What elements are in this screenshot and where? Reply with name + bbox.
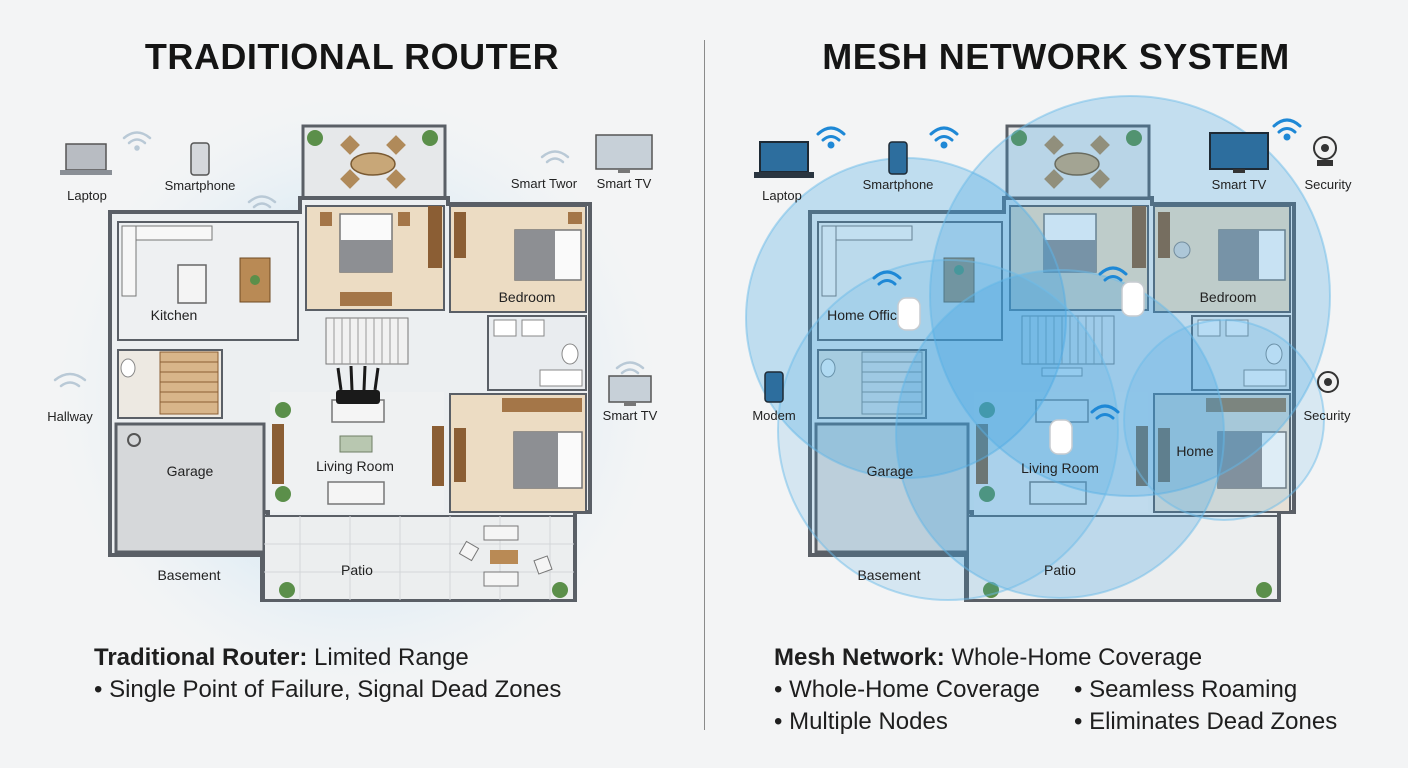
panel-divider	[704, 40, 705, 730]
mesh-node-icon	[897, 297, 921, 331]
mesh-network-title: MESH NETWORK SYSTEM	[822, 36, 1290, 77]
plant-icon	[279, 582, 295, 598]
traditional-caption-summary: Limited Range	[307, 644, 469, 671]
mesh-bullet-roaming: • Seamless Roaming	[1074, 676, 1298, 703]
smartphone-icon	[190, 142, 210, 176]
smart-tv-side-label: Smart TV	[603, 408, 658, 423]
patio-label: Patio	[1044, 562, 1076, 578]
garage-room	[814, 422, 970, 554]
security-side-label: Security	[1304, 408, 1351, 423]
basement-label: Basement	[157, 567, 220, 583]
mesh-node-icon	[1049, 419, 1073, 455]
traditional-caption-bullet: • Single Point of Failure, Signal Dead Z…	[94, 676, 562, 703]
plant-icon	[979, 486, 995, 502]
mesh-node-icon	[1121, 281, 1145, 317]
smart-tv-icon	[608, 375, 652, 406]
smartphone-label: Smartphone	[165, 178, 236, 193]
wifi-icon	[816, 118, 1302, 420]
home-office-label: Home Offic	[827, 307, 897, 323]
laptop-icon	[60, 143, 112, 175]
kitchen-label: Kitchen	[151, 307, 198, 323]
laptop-label: Laptop	[762, 188, 802, 203]
plant-icon	[307, 130, 323, 146]
smart-twor-label: Smart Twor	[511, 176, 578, 191]
living-room-label: Living Room	[316, 458, 394, 474]
plant-icon	[275, 402, 291, 418]
security-camera-icon	[1313, 136, 1337, 166]
patio-label: Patio	[341, 562, 373, 578]
garage-label: Garage	[167, 463, 214, 479]
living-room-label: Living Room	[1021, 460, 1099, 476]
smart-tv-icon	[1209, 132, 1269, 173]
garage-label: Garage	[867, 463, 914, 479]
balcony-table	[350, 152, 396, 176]
mesh-network-panel: MESH NETWORK SYSTEM	[704, 0, 1408, 768]
modem-icon	[764, 371, 784, 403]
smart-tv-top-label: Smart TV	[597, 176, 652, 191]
mesh-caption-summary: Whole-Home Coverage	[944, 644, 1203, 671]
stairs	[325, 317, 409, 365]
smartphone-label: Smartphone	[863, 177, 934, 192]
security-camera-icon	[1317, 371, 1339, 393]
laptop-icon	[754, 141, 814, 178]
traditional-floor-plan: Kitchen Bedroom	[47, 95, 658, 695]
traditional-router-panel: TRADITIONAL ROUTER Kit	[47, 36, 658, 703]
bedroom-label: Bedroom	[1200, 289, 1257, 305]
plant-icon	[422, 130, 438, 146]
mesh-floor-plan: Laptop Smartphone Smart TV Security Mode…	[745, 95, 1352, 602]
mesh-bullet-nodes: • Multiple Nodes	[774, 708, 948, 735]
garage-room	[114, 422, 266, 554]
mesh-bullet-coverage: • Whole-Home Coverage	[774, 676, 1040, 703]
home-label: Home	[1176, 443, 1214, 459]
smart-tv-label: Smart TV	[1212, 177, 1267, 192]
weak-wifi-icon	[53, 131, 645, 388]
smartphone-icon	[888, 141, 908, 175]
mesh-bullet-dead-zones: • Eliminates Dead Zones	[1074, 708, 1338, 735]
plant-icon	[1011, 130, 1027, 146]
smart-tv-icon	[595, 134, 653, 173]
plant-icon	[1256, 582, 1272, 598]
hallway-label: Hallway	[47, 409, 93, 424]
balcony	[1005, 124, 1151, 200]
router-icon	[336, 365, 380, 404]
bedroom-label: Bedroom	[499, 289, 556, 305]
plant-icon	[275, 486, 291, 502]
modem-label: Modem	[752, 408, 795, 423]
mesh-caption-heading: Mesh Network:	[774, 644, 945, 671]
plant-icon	[979, 402, 995, 418]
plant-icon	[1126, 130, 1142, 146]
stairs	[1021, 315, 1115, 377]
plant-icon	[552, 582, 568, 598]
traditional-router-title: TRADITIONAL ROUTER	[144, 36, 560, 77]
basement-label: Basement	[857, 567, 920, 583]
patio-area	[263, 515, 575, 601]
security-top-label: Security	[1305, 177, 1352, 192]
laptop-label: Laptop	[67, 188, 107, 203]
traditional-caption-heading: Traditional Router:	[94, 644, 308, 671]
